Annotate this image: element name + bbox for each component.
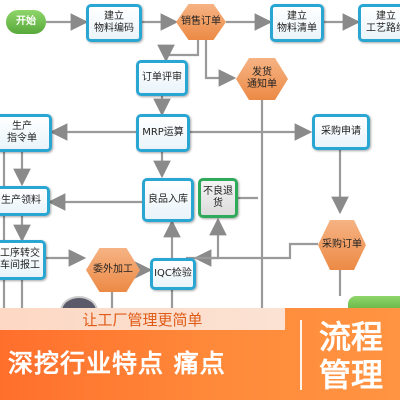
good-in-label: 良品入库 bbox=[148, 194, 188, 205]
arrow-sales-order-to-ship-notice bbox=[204, 40, 237, 87]
process-route-label-1: 建立 bbox=[376, 11, 396, 22]
mrp-node: MRP运算 bbox=[136, 114, 190, 152]
start-node: 开始 bbox=[6, 10, 46, 34]
production-order-label-2: 指令单 bbox=[7, 133, 37, 144]
purchase-request-label: 采购申请 bbox=[321, 126, 361, 137]
banner-side-line-2: 管理 bbox=[318, 356, 383, 394]
production-pick-node: 生产领料 bbox=[0, 186, 50, 216]
arrow-sales-order-to-order-review bbox=[157, 40, 200, 63]
good-in-node: 良品入库 bbox=[142, 178, 194, 222]
bom-label-1: 建立 bbox=[287, 11, 307, 22]
production-order-label-1: 生产 bbox=[12, 121, 32, 132]
production-order-node: 生产 指令单 bbox=[0, 114, 52, 152]
mrp-label: MRP运算 bbox=[142, 127, 184, 138]
outsource-label: 委外加工 bbox=[93, 264, 133, 275]
bom-node: 建立 物料清单 bbox=[270, 4, 324, 42]
order-review-node: 订单评审 bbox=[136, 60, 188, 96]
banner-side-title: 流程 管理 bbox=[306, 318, 396, 394]
material-code-label-2: 物料编码 bbox=[94, 23, 134, 34]
order-review-label: 订单评审 bbox=[142, 72, 182, 83]
banner-subtitle: 让工厂管理更简单 bbox=[82, 310, 203, 329]
process-transfer-label-2: 车间报工 bbox=[0, 260, 40, 271]
iqc-label: IQC检验 bbox=[154, 268, 192, 279]
material-code-node: 建立 物料编码 bbox=[86, 4, 142, 42]
banner-side-line-1: 流程 bbox=[318, 318, 383, 356]
process-route-node: 建立 工艺路线 bbox=[358, 4, 400, 42]
reject-return-node: 不良退货 bbox=[198, 178, 238, 218]
purchase-request-node: 采购申请 bbox=[312, 114, 370, 150]
iqc-node: IQC检验 bbox=[150, 258, 196, 290]
ship-notice-label-1: 发货 bbox=[252, 67, 272, 78]
arrow-iqc-to-reject bbox=[186, 217, 227, 260]
sales-order-label: 销售订单 bbox=[181, 16, 221, 27]
production-pick-label: 生产领料 bbox=[1, 195, 41, 206]
ship-notice-label-2: 通知单 bbox=[247, 79, 277, 90]
purchase-order-label: 采购订单 bbox=[322, 239, 362, 250]
promo-banner: 让工厂管理更简单 深挖行业特点 痛点 流程 管理 bbox=[0, 308, 400, 400]
process-route-label-2: 工艺路线 bbox=[366, 23, 400, 34]
banner-subtitle-tab bbox=[0, 308, 285, 330]
process-transfer-node: 工序转交 车间报工 bbox=[0, 240, 46, 280]
start-label: 开始 bbox=[16, 16, 36, 27]
bom-label-2: 物料清单 bbox=[277, 23, 317, 34]
material-code-label-1: 建立 bbox=[104, 11, 124, 22]
banner-divider bbox=[300, 320, 302, 390]
reject-return-label: 不良退货 bbox=[203, 186, 233, 209]
process-transfer-label-1: 工序转交 bbox=[0, 248, 40, 259]
arrow-purchase-order-to-iqc bbox=[193, 242, 318, 267]
banner-headline: 深挖行业特点 痛点 bbox=[8, 349, 226, 378]
